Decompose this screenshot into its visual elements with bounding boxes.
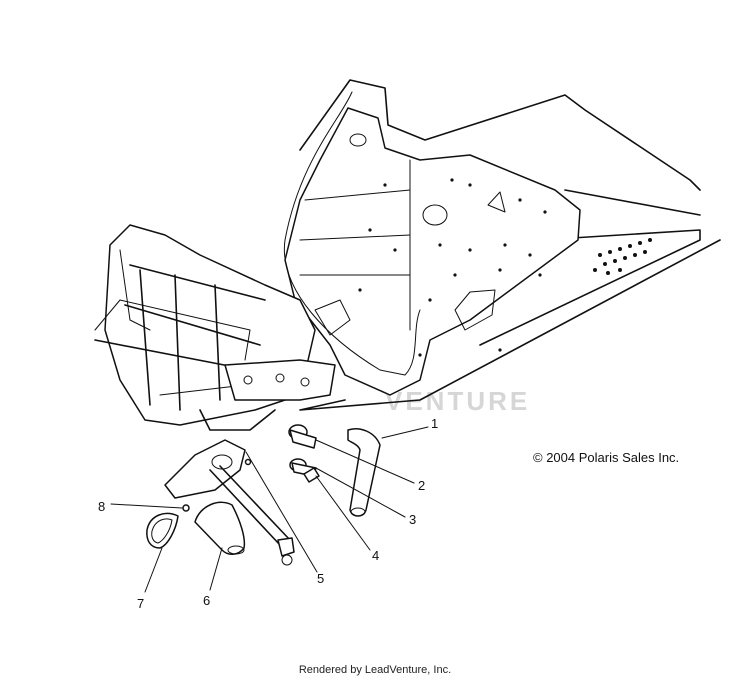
fitting-part bbox=[303, 467, 320, 483]
screw-part bbox=[182, 458, 252, 512]
callout-3: 3 bbox=[409, 512, 416, 527]
clamp-parts bbox=[288, 424, 317, 477]
footer-credit: Rendered by LeadVenture, Inc. bbox=[298, 664, 452, 676]
callout-5: 5 bbox=[317, 571, 324, 586]
callout-6: 6 bbox=[203, 593, 210, 608]
chassis-tunnel bbox=[283, 79, 721, 411]
cone-cover-part bbox=[194, 501, 246, 555]
callout-4: 4 bbox=[372, 548, 379, 563]
leader-lines bbox=[110, 426, 429, 593]
seal-part bbox=[146, 512, 179, 549]
front-bulkhead bbox=[94, 224, 336, 431]
copyright-notice: © 2004 Polaris Sales Inc. bbox=[533, 450, 680, 465]
callout-numbers: 1 2 3 4 5 6 7 8 bbox=[98, 416, 438, 611]
callout-7: 7 bbox=[137, 596, 144, 611]
dipstick-tube-assembly bbox=[164, 439, 295, 566]
callout-2: 2 bbox=[418, 478, 425, 493]
callout-8: 8 bbox=[98, 499, 105, 514]
callout-1: 1 bbox=[431, 416, 438, 431]
hose-part bbox=[347, 428, 381, 517]
